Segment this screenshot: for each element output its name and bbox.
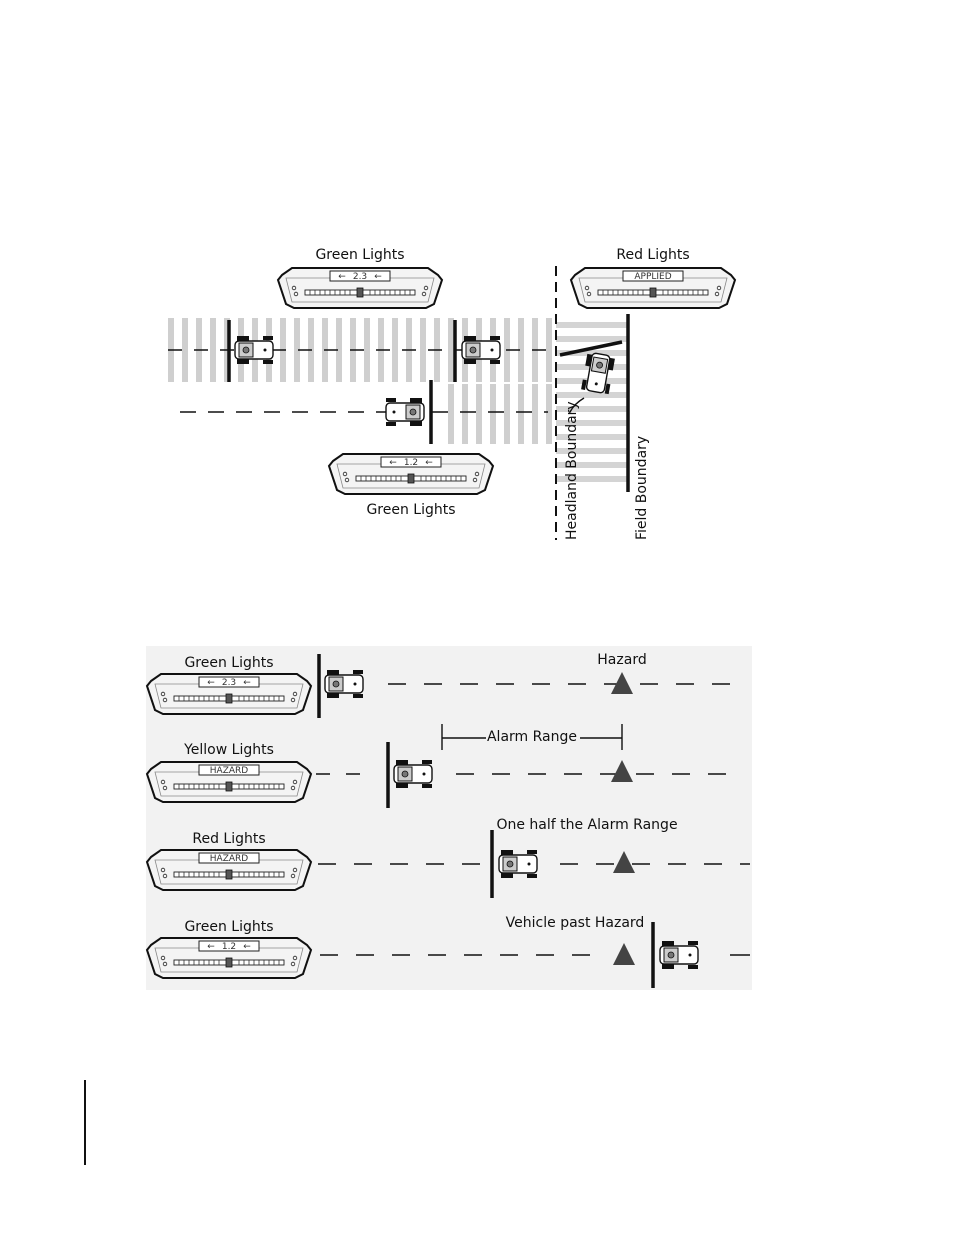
arrow-left-icon: ← bbox=[207, 942, 215, 952]
row-light-label: Yellow Lights bbox=[183, 742, 274, 758]
field-stripes-row-2 bbox=[440, 384, 556, 444]
label-green-lights: Green Lights bbox=[366, 502, 455, 518]
lightbar-display-text: 1.2 bbox=[222, 942, 236, 952]
row-light-label: Green Lights bbox=[184, 655, 273, 671]
figure-headland: 2.3 ← ← Green Lights APPLIED Red Lights … bbox=[162, 247, 735, 540]
lightbar-display-text: APPLIED bbox=[634, 272, 671, 282]
lightbar-display-text: HAZARD bbox=[210, 854, 249, 864]
row-annotation: One half the Alarm Range bbox=[496, 817, 677, 833]
label-red-lights: Red Lights bbox=[616, 247, 689, 263]
label-headland-boundary: Headland Boundary bbox=[564, 401, 580, 540]
row-annotation: Vehicle past Hazard bbox=[506, 915, 645, 931]
lightbar-top-left: 2.3 ← ← bbox=[278, 268, 442, 308]
tractor-3 bbox=[386, 380, 431, 444]
row-light-label: Green Lights bbox=[184, 919, 273, 935]
row-annotation: Hazard bbox=[597, 652, 646, 668]
arrow-left-icon: ← bbox=[374, 272, 382, 282]
arrow-left-icon: ← bbox=[425, 458, 433, 468]
arrow-left-icon: ← bbox=[389, 458, 397, 468]
lightbar-display-text: 2.3 bbox=[353, 272, 367, 282]
label-green-lights: Green Lights bbox=[315, 247, 404, 263]
label-field-boundary: Field Boundary bbox=[634, 436, 650, 540]
arrow-left-icon: ← bbox=[243, 678, 251, 688]
row-annotation: Alarm Range bbox=[487, 729, 577, 745]
arrow-left-icon: ← bbox=[207, 678, 215, 688]
arrow-left-icon: ← bbox=[338, 272, 346, 282]
lightbar-display-text: 2.3 bbox=[222, 678, 236, 688]
lightbar-top-right: APPLIED bbox=[571, 268, 735, 308]
row-light-label: Red Lights bbox=[192, 831, 265, 847]
lightbar-bottom: 1.2 ← ← bbox=[329, 454, 493, 494]
figure-hazard: Green Lights 2.3 ← ← Hazard Yellow Light… bbox=[146, 646, 752, 990]
lightbar-display-text: HAZARD bbox=[210, 766, 249, 776]
lightbar-display-text: 1.2 bbox=[404, 458, 418, 468]
arrow-left-icon: ← bbox=[243, 942, 251, 952]
